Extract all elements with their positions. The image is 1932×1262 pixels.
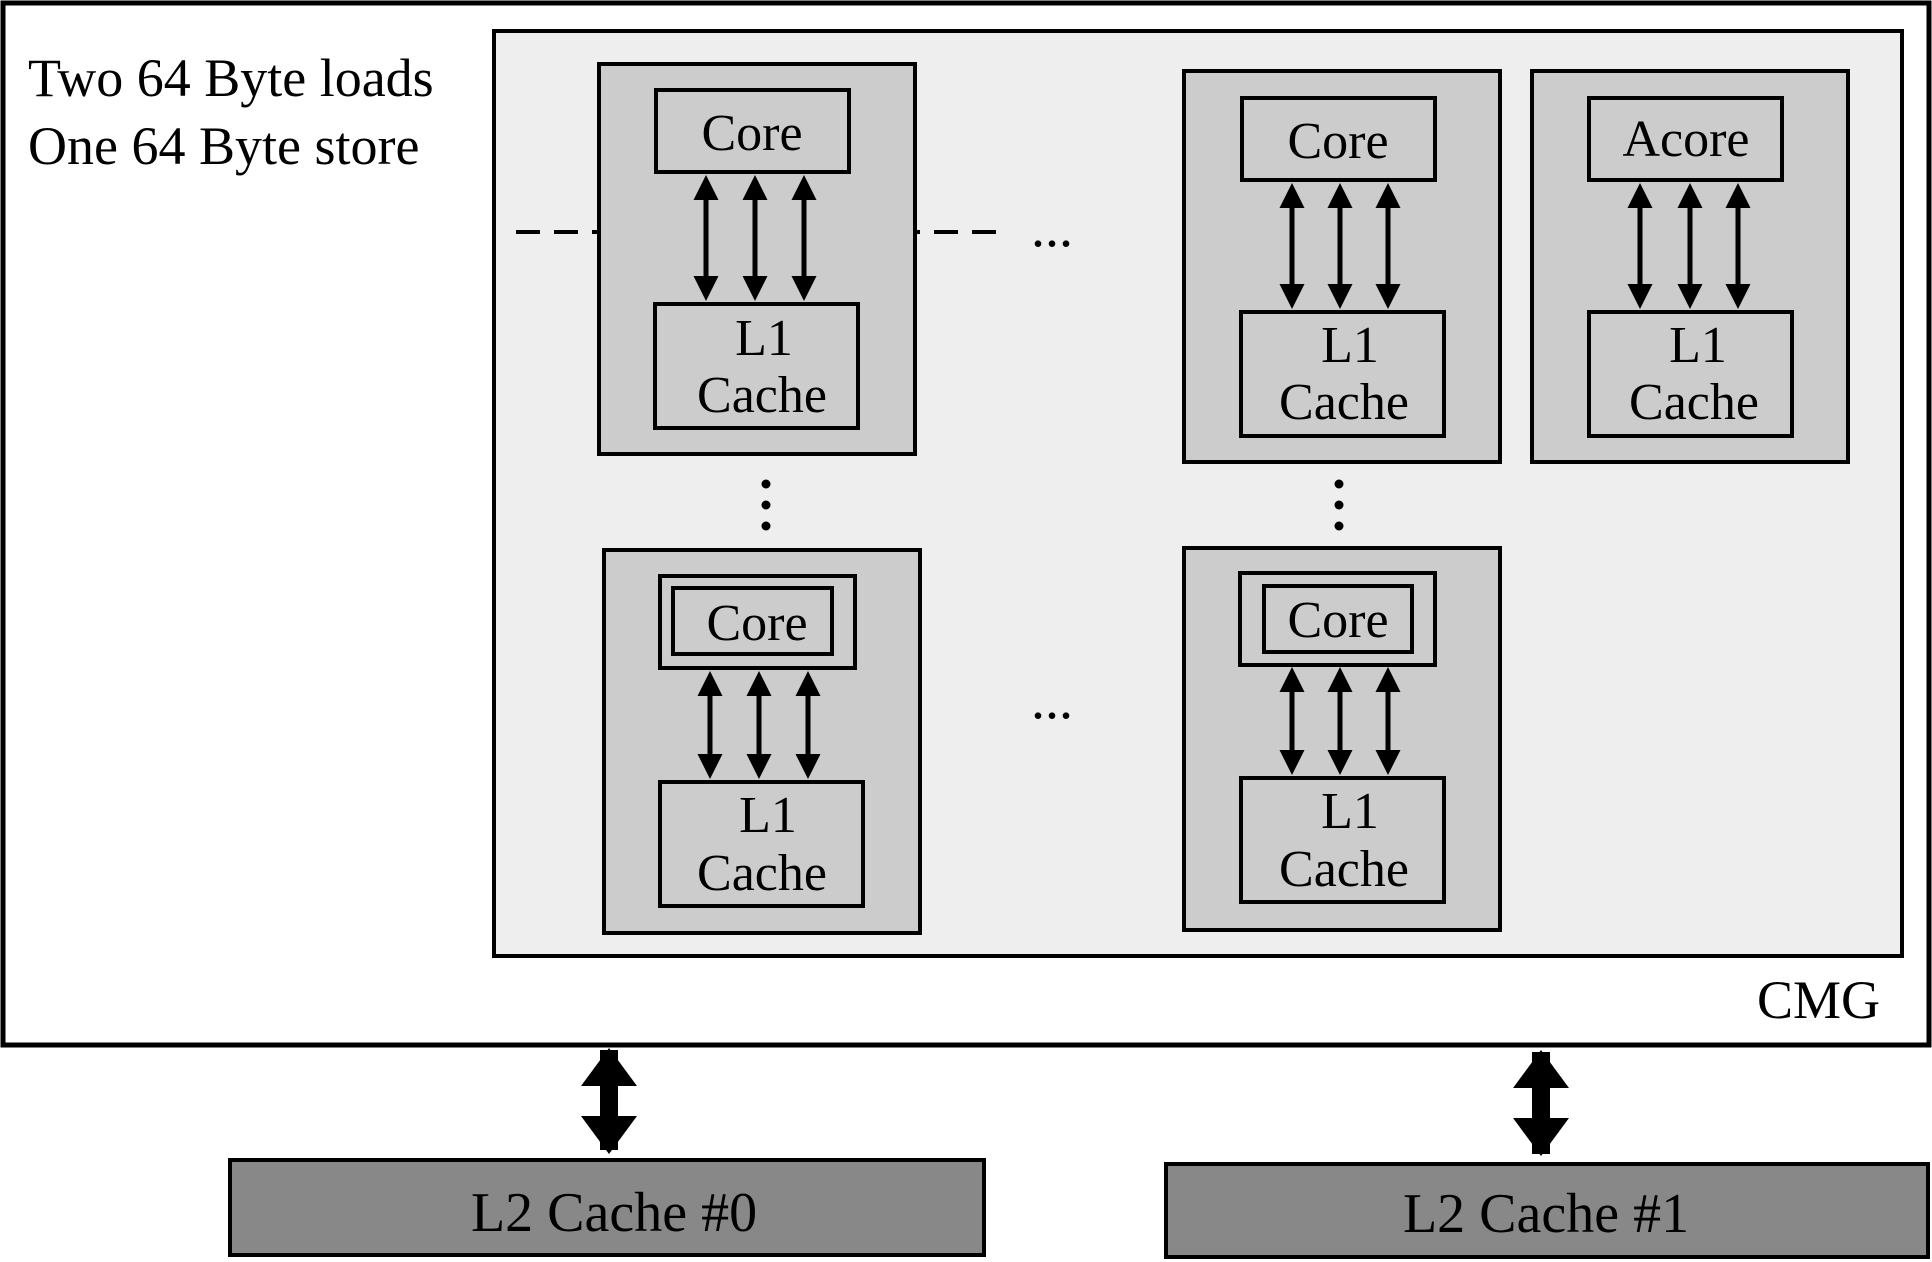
l2-cache-1-label: L2 Cache #1 (1403, 1183, 1689, 1245)
core-group-bottom-middle: Core L1 Cache (1182, 546, 1502, 932)
core-box (1240, 96, 1437, 182)
l1-cache-label-line2: Cache (697, 845, 827, 902)
core-group-top-left: Core L1 Cache (597, 62, 917, 456)
l1-cache-label-line2: Cache (697, 367, 827, 424)
l1-cache-box (653, 302, 860, 430)
core-label: Core (706, 595, 807, 652)
core-label: Core (1287, 592, 1388, 649)
cmg-label: CMG (1757, 970, 1880, 1030)
l1-cache-label-line2: Cache (1629, 374, 1759, 431)
l2-cache-0-label: L2 Cache #0 (471, 1182, 757, 1244)
l1-cache-box (1239, 310, 1446, 438)
core-box-inner (671, 586, 834, 656)
l1-cache-box (658, 780, 865, 908)
load-store-arrows (697, 671, 821, 779)
acore-box (1587, 96, 1784, 182)
l1-cache-label-line1: L1 (1321, 317, 1379, 374)
core-label: Core (701, 105, 802, 162)
core-group-top-middle: Core L1 Cache (1182, 69, 1502, 464)
ellipsis-top: ... (1031, 197, 1073, 259)
l1-cache-label-line1: L1 (1669, 317, 1727, 374)
core-box (654, 88, 851, 174)
l2-cache-0: L2 Cache #0 (228, 1158, 986, 1257)
vertical-ellipsis-left (761, 479, 771, 531)
vertical-ellipsis-right (1334, 479, 1344, 531)
l1-cache-label-line1: L1 (1321, 783, 1379, 840)
load-note-line1: Two 64 Byte loads (28, 48, 434, 108)
load-note-line2: One 64 Byte store (28, 116, 419, 176)
l2-cache-1: L2 Cache #1 (1164, 1162, 1930, 1259)
load-store-arrows (1279, 667, 1401, 775)
l2-link-arrow-0 (581, 1048, 637, 1154)
core-group-bottom-left: Core L1 Cache (602, 548, 922, 935)
l1-cache-box (1239, 776, 1446, 904)
l2-link-arrow-1 (1513, 1050, 1569, 1156)
core-box-inner (1262, 584, 1414, 654)
l1-cache-label-line1: L1 (735, 310, 793, 367)
core-label: Core (1287, 113, 1388, 170)
core-group-acore: Acore L1 Cache (1530, 69, 1850, 464)
l1-cache-label-line1: L1 (739, 787, 797, 844)
acore-label: Acore (1622, 111, 1749, 168)
load-store-arrows (1627, 183, 1751, 309)
load-store-arrows (693, 175, 817, 301)
l1-cache-label-line2: Cache (1279, 374, 1409, 431)
l1-cache-box (1587, 310, 1794, 438)
load-store-arrows (1279, 183, 1401, 309)
l1-cache-label-line2: Cache (1279, 841, 1409, 898)
ellipsis-bottom: ... (1031, 669, 1073, 731)
